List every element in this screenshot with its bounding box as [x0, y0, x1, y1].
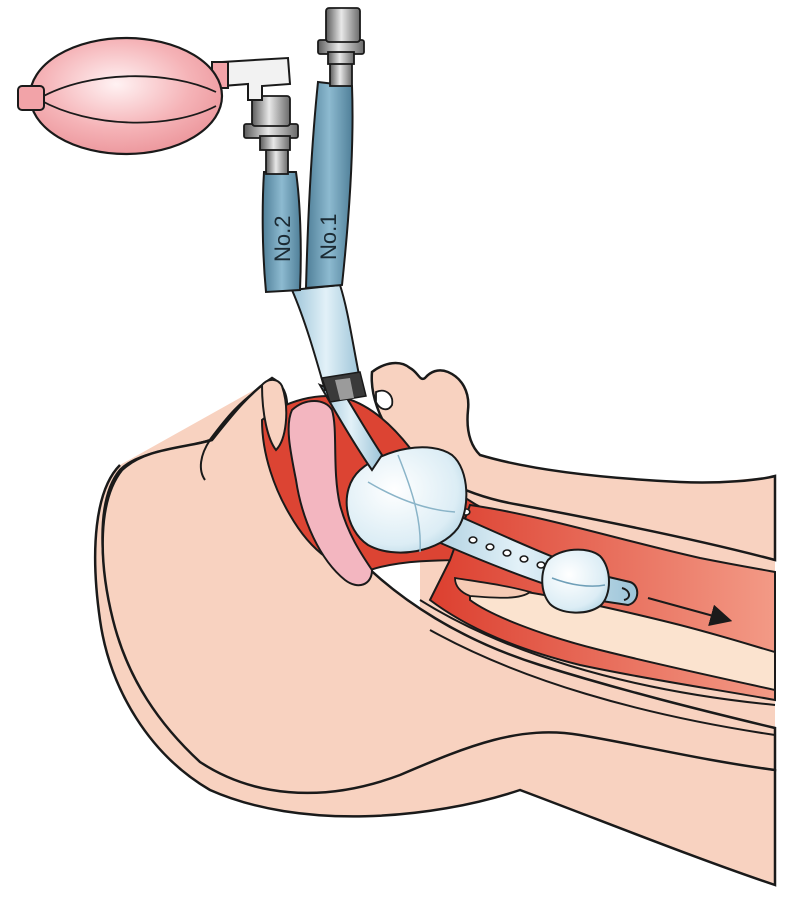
perforation: [486, 544, 494, 550]
bag-adapter: [222, 58, 290, 100]
perforation: [469, 537, 477, 543]
bag-body: [30, 38, 222, 154]
perforation: [503, 550, 511, 556]
bag-inlet: [18, 86, 44, 110]
connector-no2: [244, 96, 298, 174]
tube-no1-label: No.1: [316, 214, 341, 260]
upper-teeth: [376, 391, 392, 410]
perforation: [520, 556, 528, 562]
resuscitation-bag: [18, 38, 228, 154]
connector-no1: [318, 8, 364, 86]
tube-no2-label: No.2: [270, 216, 295, 262]
distal-cuff: [542, 550, 609, 613]
